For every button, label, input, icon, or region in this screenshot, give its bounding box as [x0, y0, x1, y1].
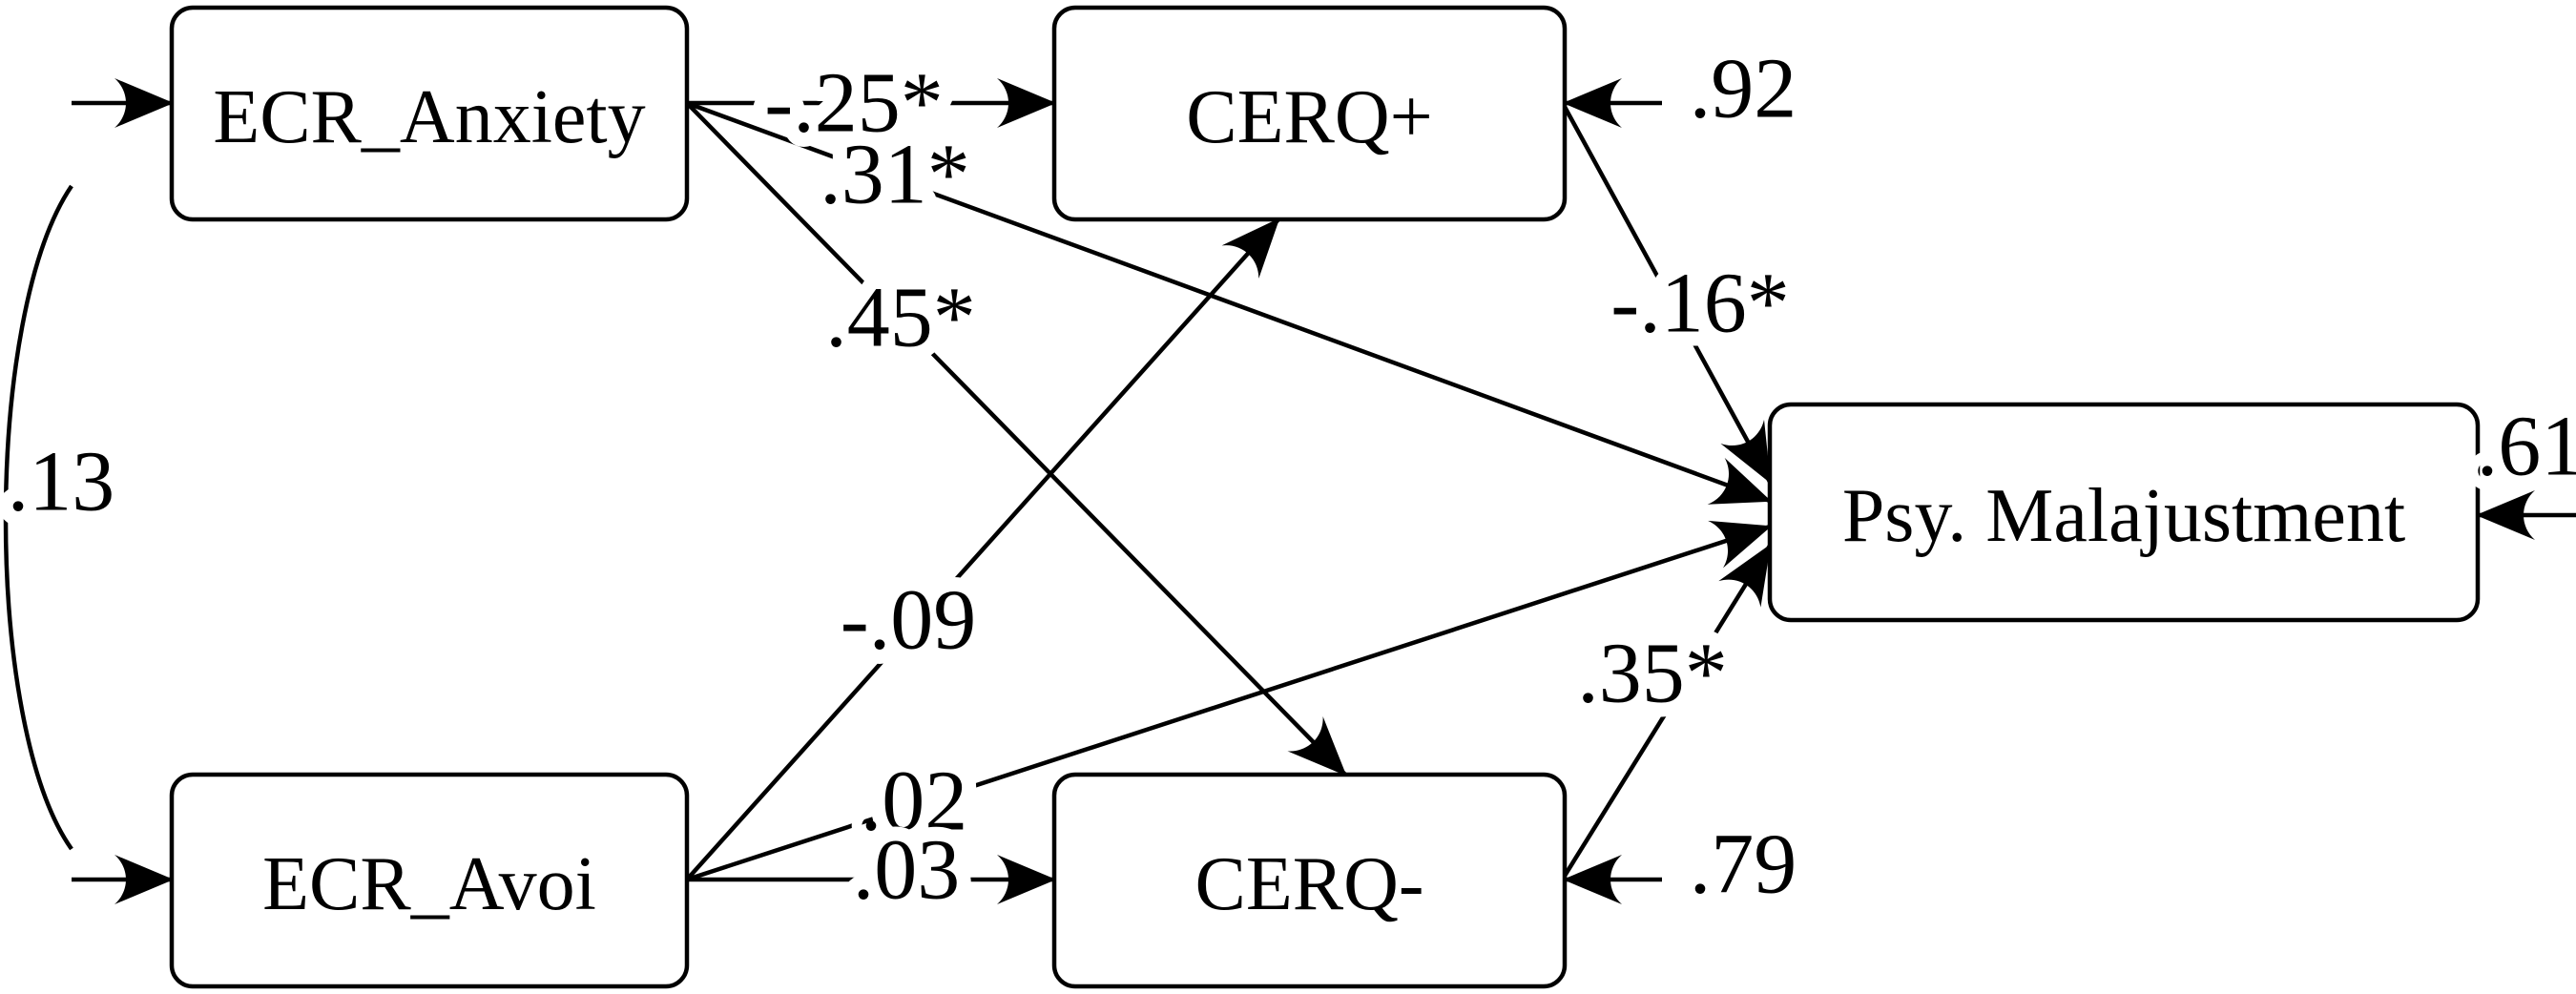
node-ecr-anxiety: ECR_Anxiety — [169, 5, 690, 222]
node-cerq-minus: CERQ- — [1051, 772, 1568, 989]
path-coefficient-avoi-to-cerqplus: -.09 — [841, 573, 976, 668]
path-arrow-cerqplus-to-psy — [1563, 105, 1772, 484]
node-box-cerq-plus — [1051, 5, 1568, 222]
node-label-cerq-plus: CERQ+ — [1186, 75, 1432, 159]
path-arrow-avoi-to-psy — [686, 520, 1772, 882]
node-label-ecr-avoi: ECR_Avoi — [262, 842, 596, 926]
residual-value-error-cerqminus: .79 — [1690, 818, 1797, 912]
edges-layer — [3, 78, 2576, 904]
path-arrow-anxiety-to-psy — [686, 100, 1772, 505]
residual-value-error-psy: .61 — [2477, 400, 2576, 494]
path-arrow-cerqminus-to-psy — [1563, 544, 1772, 878]
node-box-cerq-minus — [1051, 772, 1568, 989]
node-label-ecr-anxiety: ECR_Anxiety — [213, 75, 645, 159]
path-coefficient-avoi-to-cerqminus: .03 — [853, 823, 961, 918]
residual-value-error-cerqplus: .92 — [1690, 42, 1797, 136]
node-cerq-plus: CERQ+ — [1051, 5, 1568, 222]
path-coefficient-anxiety-to-psy: .31* — [820, 128, 970, 222]
path-arrow-anxiety-to-cerqminus — [685, 101, 1347, 777]
path-coefficient-anxiety-to-cerqminus: .45* — [825, 271, 976, 365]
node-ecr-avoi: ECR_Avoi — [169, 772, 690, 989]
path-coefficient-cerqminus-to-psy: .35* — [1577, 627, 1728, 721]
path-arrow-avoi-to-cerqplus — [685, 217, 1280, 881]
path-coefficient-avoi-to-psy: .02 — [861, 755, 968, 849]
node-label-cerq-minus: CERQ- — [1195, 842, 1424, 926]
node-psy-malajustment: Psy. Malajustment — [1767, 402, 2481, 623]
node-box-ecr-avoi — [169, 772, 690, 989]
node-box-psy-malajustment — [1767, 402, 2481, 623]
covariance-curve-anxiety-avoi-covariance — [3, 184, 73, 851]
path-coefficient-cerqplus-to-psy: -.16* — [1610, 257, 1789, 351]
node-label-psy-malajustment: Psy. Malajustment — [1842, 474, 2405, 558]
node-box-ecr-anxiety — [169, 5, 690, 222]
labels-layer: .13 -.25*.31* .45* -.09 .02.03 -.16* .35* .92 .7… — [0, 28, 2576, 932]
path-coefficient-anxiety-to-cerqplus: -.25* — [764, 56, 943, 151]
covariance-value: .13 — [8, 435, 115, 529]
